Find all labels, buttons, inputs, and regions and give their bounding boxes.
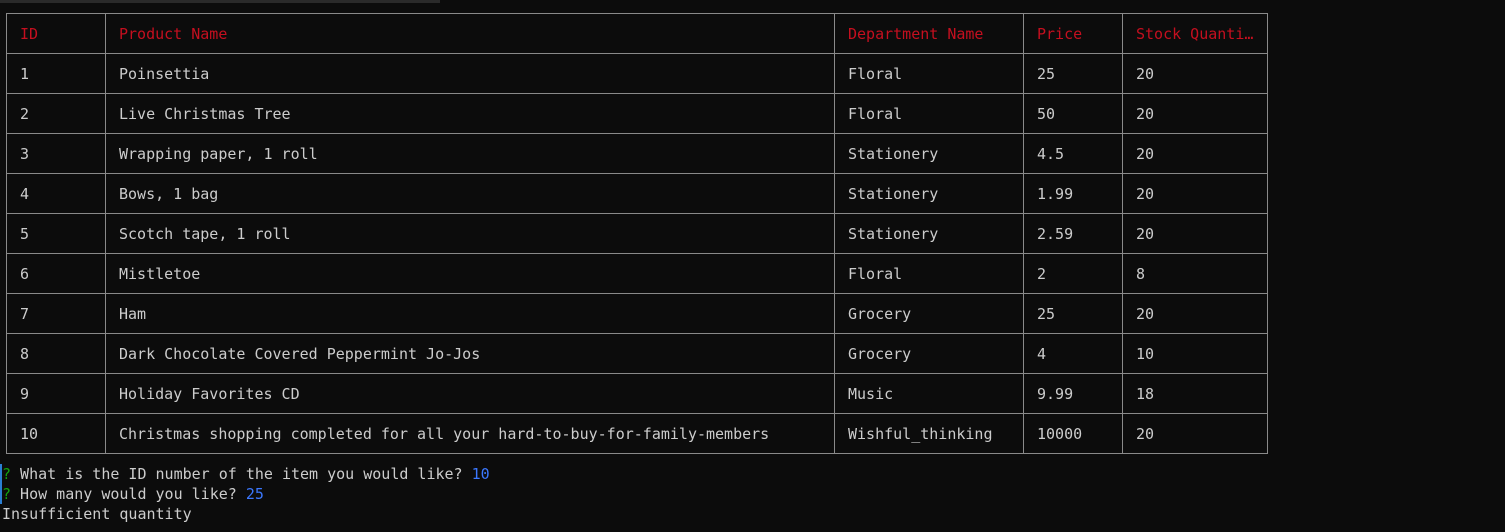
table-row: 5 Scotch tape, 1 roll Stationery 2.59 20 — [6, 213, 1268, 254]
prompt-question-text: How many would you like? — [11, 485, 246, 503]
cell-product-name: Wrapping paper, 1 roll — [105, 133, 835, 174]
table-row: 6 Mistletoe Floral 2 8 — [6, 253, 1268, 294]
cell-department: Floral — [834, 93, 1024, 134]
result-message: Insufficient quantity — [2, 505, 192, 523]
product-table: ID Product Name Department Name Price St… — [6, 13, 1268, 454]
cell-product-name: Ham — [105, 293, 835, 334]
cell-price: 50 — [1023, 93, 1123, 134]
cell-department: Music — [834, 373, 1024, 414]
cell-stock: 20 — [1122, 413, 1268, 454]
cell-product-name: Scotch tape, 1 roll — [105, 213, 835, 254]
cell-price: 4.5 — [1023, 133, 1123, 174]
cell-stock: 20 — [1122, 93, 1268, 134]
table-row: 3 Wrapping paper, 1 roll Stationery 4.5 … — [6, 133, 1268, 174]
cell-id: 5 — [6, 213, 106, 254]
cell-product-name: Mistletoe — [105, 253, 835, 294]
header-stock-quantity: Stock Quanti… — [1122, 13, 1268, 54]
table-row: 8 Dark Chocolate Covered Peppermint Jo-J… — [6, 333, 1268, 374]
cell-product-name: Holiday Favorites CD — [105, 373, 835, 414]
cell-stock: 18 — [1122, 373, 1268, 414]
prompt-answer: 10 — [471, 465, 490, 483]
table-row: 9 Holiday Favorites CD Music 9.99 18 — [6, 373, 1268, 414]
scroll-marker — [0, 464, 2, 504]
cell-price: 25 — [1023, 293, 1123, 334]
table-header-row: ID Product Name Department Name Price St… — [6, 13, 1268, 54]
cell-product-name: Poinsettia — [105, 53, 835, 94]
cell-department: Wishful_thinking — [834, 413, 1024, 454]
cell-price: 9.99 — [1023, 373, 1123, 414]
cell-price: 2.59 — [1023, 213, 1123, 254]
table-row: 10 Christmas shopping completed for all … — [6, 413, 1268, 454]
previous-output-line — [0, 0, 440, 3]
prompt-question-mark: ? — [2, 485, 12, 503]
cell-id: 1 — [6, 53, 106, 94]
cell-price: 10000 — [1023, 413, 1123, 454]
cell-id: 10 — [6, 413, 106, 454]
cell-price: 2 — [1023, 253, 1123, 294]
cell-product-name: Live Christmas Tree — [105, 93, 835, 134]
cell-stock: 8 — [1122, 253, 1268, 294]
cell-department: Grocery — [834, 293, 1024, 334]
cell-price: 4 — [1023, 333, 1123, 374]
header-price: Price — [1023, 13, 1123, 54]
prompt-quantity: ? How many would you like? 25 — [2, 484, 264, 504]
cell-stock: 10 — [1122, 333, 1268, 374]
cell-price: 1.99 — [1023, 173, 1123, 214]
cell-department: Stationery — [834, 173, 1024, 214]
prompt-question-text: What is the ID number of the item you wo… — [11, 465, 472, 483]
cell-id: 6 — [6, 253, 106, 294]
cell-id: 8 — [6, 333, 106, 374]
prompt-item-id: ? What is the ID number of the item you … — [2, 464, 490, 484]
table-row: 2 Live Christmas Tree Floral 50 20 — [6, 93, 1268, 134]
cell-department: Stationery — [834, 133, 1024, 174]
cell-stock: 20 — [1122, 173, 1268, 214]
cell-stock: 20 — [1122, 53, 1268, 94]
cell-department: Floral — [834, 53, 1024, 94]
cell-product-name: Bows, 1 bag — [105, 173, 835, 214]
cell-product-name: Christmas shopping completed for all you… — [105, 413, 835, 454]
cell-id: 7 — [6, 293, 106, 334]
cell-id: 9 — [6, 373, 106, 414]
cell-price: 25 — [1023, 53, 1123, 94]
cell-id: 2 — [6, 93, 106, 134]
cell-product-name: Dark Chocolate Covered Peppermint Jo-Jos — [105, 333, 835, 374]
cell-stock: 20 — [1122, 213, 1268, 254]
table-row: 7 Ham Grocery 25 20 — [6, 293, 1268, 334]
table-row: 4 Bows, 1 bag Stationery 1.99 20 — [6, 173, 1268, 214]
cell-stock: 20 — [1122, 293, 1268, 334]
cell-stock: 20 — [1122, 133, 1268, 174]
cell-department: Floral — [834, 253, 1024, 294]
header-department-name: Department Name — [834, 13, 1024, 54]
table-row: 1 Poinsettia Floral 25 20 — [6, 53, 1268, 94]
cell-department: Stationery — [834, 213, 1024, 254]
prompt-question-mark: ? — [2, 465, 12, 483]
header-id: ID — [6, 13, 106, 54]
cell-id: 3 — [6, 133, 106, 174]
cell-id: 4 — [6, 173, 106, 214]
cell-department: Grocery — [834, 333, 1024, 374]
prompt-answer[interactable]: 25 — [245, 485, 264, 503]
header-product-name: Product Name — [105, 13, 835, 54]
